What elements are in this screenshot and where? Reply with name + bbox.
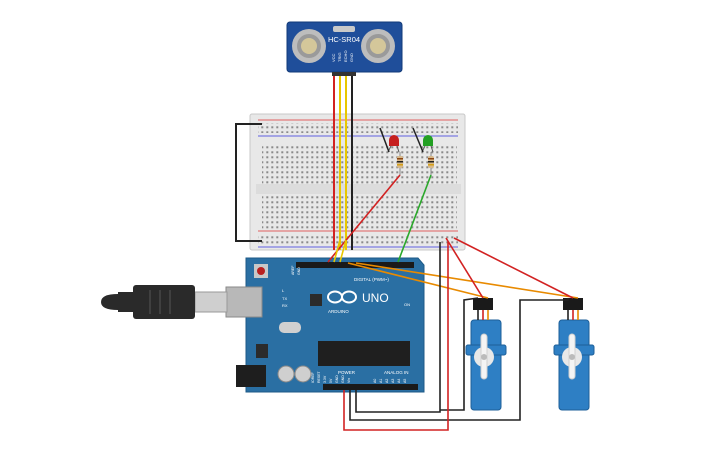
tx-label: TX — [282, 296, 287, 301]
sensor-pin-trig: TRIG — [337, 52, 342, 62]
arduino-logo-icon — [327, 290, 357, 304]
l-label: L — [282, 288, 285, 293]
analog-pin-a1: A1 — [379, 379, 383, 383]
power-pin-ioref: IOREF — [311, 372, 315, 383]
power-pin-3v3: 3.3V — [323, 375, 327, 383]
digital-label: DIGITAL (PWM~) — [354, 277, 389, 282]
sensor-pin-labels: VCC TRIG ECHO GND — [331, 50, 354, 62]
wire-gnd-to-rail — [355, 242, 441, 413]
board-brand-label: ARDUINO — [328, 309, 349, 314]
wire-servo1-gnd — [440, 297, 479, 411]
power-pin-gnd1: GND — [335, 375, 339, 383]
wire-servo1-power — [445, 237, 484, 299]
wire-servo1-signal — [347, 262, 489, 299]
wire-red-led-signal — [327, 174, 401, 263]
sensor-transducer-left — [292, 29, 326, 63]
power-pin-gnd2: GND — [341, 375, 345, 383]
analog-pin-labels: A0 A1 A2 A3 A4 A5 — [373, 379, 407, 383]
power-label: POWER — [338, 370, 356, 375]
wire-led-red-gnd — [379, 127, 390, 153]
analog-pin-a0: A0 — [373, 379, 377, 383]
analog-label: ANALOG IN — [384, 370, 409, 375]
resistor-red-led — [397, 152, 403, 175]
servo-motor-icon — [553, 298, 595, 411]
power-pin-labels: IOREF RESET 3.3V 5V GND GND Vin — [311, 370, 351, 383]
ultrasonic-sensor: HC-SR04 VCC TRIG ECHO GND — [286, 21, 403, 76]
aref-label: AREF — [291, 266, 295, 275]
analog-pin-a5: A5 — [403, 379, 407, 383]
wire-echo-to-pin — [339, 239, 347, 263]
sensor-pin-echo: ECHO — [343, 50, 348, 62]
wire-servo2-gnd — [349, 298, 569, 421]
rx-label: RX — [282, 303, 288, 308]
wire-green-led-signal — [397, 174, 432, 263]
connection-wires — [327, 174, 579, 431]
analog-pin-a2: A2 — [385, 379, 389, 383]
analog-pin-a4: A4 — [397, 379, 401, 383]
board-model-label: UNO — [362, 291, 389, 305]
wire-led-green-gnd — [412, 127, 424, 153]
wire-trig-to-pin — [333, 239, 341, 263]
gnd-label: GND — [297, 267, 301, 275]
wire-5v-to-rail — [343, 242, 449, 431]
power-pin-reset: RESET — [317, 370, 321, 383]
servo-motor-icon — [465, 298, 507, 411]
sensor-wires — [333, 76, 353, 250]
power-pin-5v: 5V — [329, 378, 333, 383]
sensor-pin-vcc: VCC — [331, 53, 336, 62]
analog-pin-a3: A3 — [391, 379, 395, 383]
usb-cable-icon — [101, 285, 228, 319]
arduino-board: UNO ARDUINO DIGITAL (PWM~) POWER ANALOG … — [225, 257, 425, 393]
wire-servo2-power — [453, 237, 574, 299]
on-label: ON — [404, 302, 410, 307]
wire-gnd-rail-loop — [235, 123, 262, 242]
sensor-transducer-right — [361, 29, 395, 63]
sensor-model-label: HC-SR04 — [328, 35, 360, 44]
servo-leads — [477, 310, 579, 320]
resistor-green-led — [428, 152, 434, 175]
power-pin-vin: Vin — [347, 378, 351, 383]
breadboard — [249, 113, 466, 251]
wire-servo2-signal — [355, 262, 579, 299]
sensor-pin-gnd: GND — [349, 53, 354, 62]
